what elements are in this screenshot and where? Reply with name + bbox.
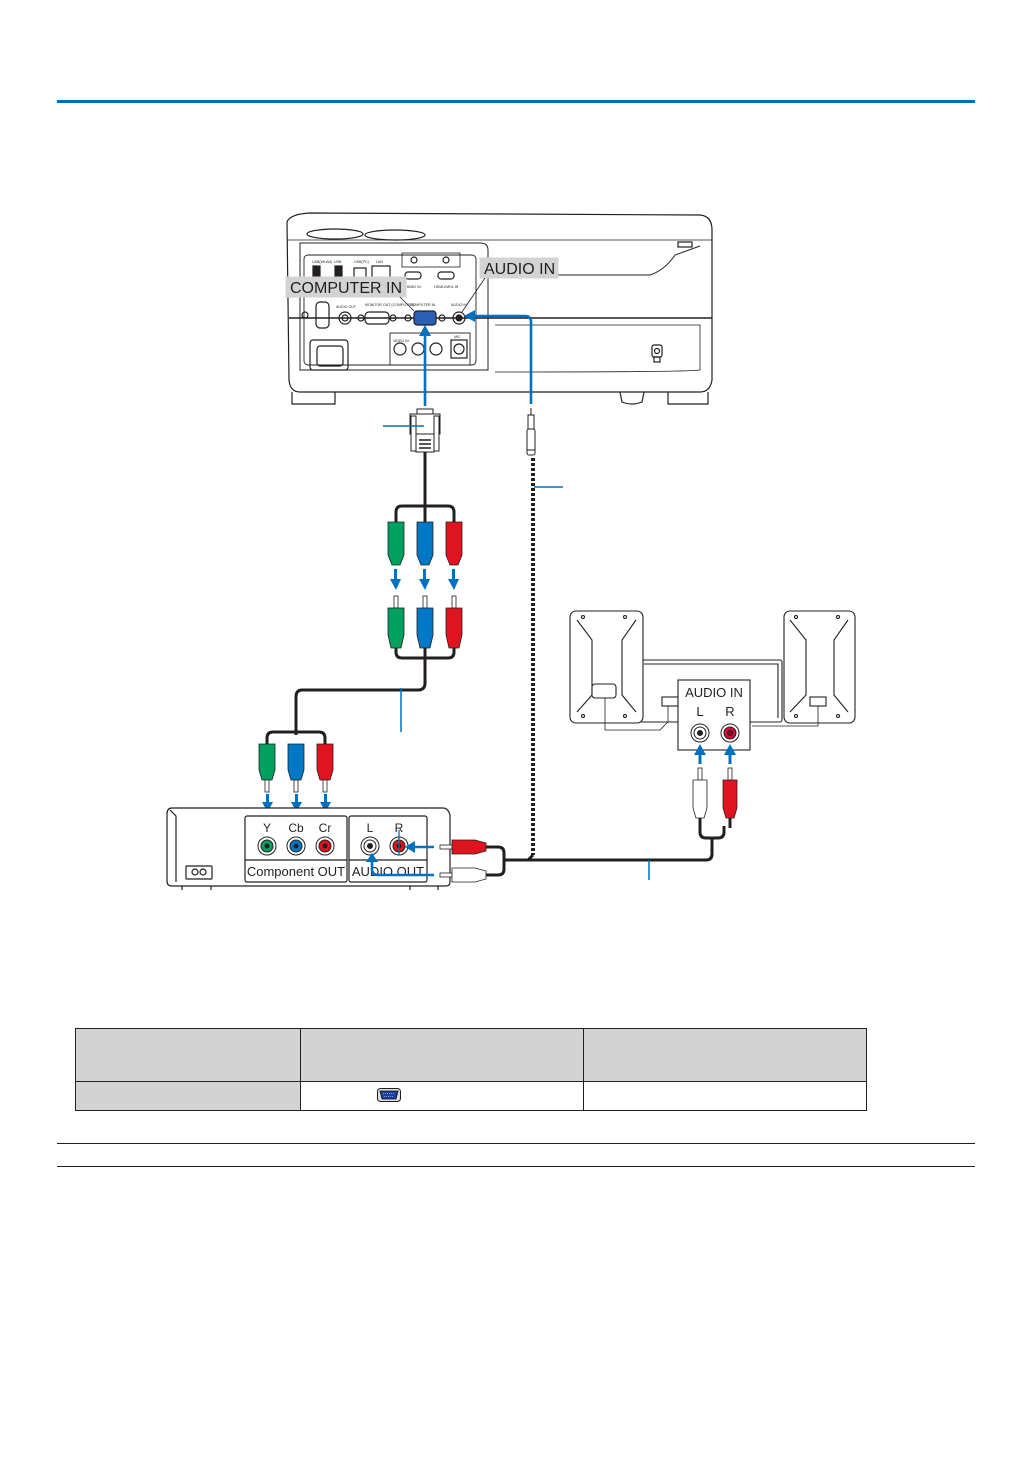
- svg-text:R: R: [725, 704, 734, 719]
- speaker-plug-cable: [698, 818, 732, 828]
- arrows-down-component-device: [262, 794, 331, 812]
- table-row: [75, 1081, 867, 1111]
- svg-text:LAN: LAN: [376, 260, 383, 264]
- rca-plugs-device: [258, 743, 334, 793]
- svg-text:MONITOR OUT (COMPUTER): MONITOR OUT (COMPUTER): [365, 303, 414, 307]
- table-cell: [300, 1081, 584, 1111]
- audio-in-callout: AUDIO IN: [461, 257, 559, 313]
- rca-plugs-speakers: [692, 767, 738, 819]
- table-cell: [583, 1081, 867, 1111]
- svg-text:AUDIO OUT: AUDIO OUT: [352, 864, 424, 879]
- svg-text:Y: Y: [263, 821, 271, 835]
- svg-text:HDMI1/MHL IN: HDMI1/MHL IN: [434, 285, 459, 289]
- av-audio-arrows: [370, 845, 434, 877]
- speaker-audio-jacks: [690, 723, 740, 743]
- svg-text:COMPUTER IN: COMPUTER IN: [410, 303, 436, 307]
- component-cable: [265, 648, 456, 744]
- svg-text:AUDIO IN: AUDIO IN: [451, 303, 467, 307]
- mini-plug: [526, 408, 536, 456]
- svg-text:MIC: MIC: [454, 335, 461, 339]
- svg-text:L: L: [367, 821, 374, 835]
- speakers: [569, 610, 856, 751]
- svg-text:USB(PC): USB(PC): [354, 260, 369, 264]
- av-device: [166, 807, 451, 890]
- divider-top: [57, 1143, 975, 1144]
- audio-cable-end: [526, 853, 535, 862]
- svg-text:Cr: Cr: [319, 821, 332, 835]
- arrows-up-speakers: [694, 744, 736, 764]
- arrow-up-icon: [366, 853, 378, 862]
- svg-text:USB(WLAN): USB(WLAN): [312, 260, 332, 264]
- divider-bottom: [57, 1166, 975, 1167]
- arrows-down-component-top: [390, 569, 459, 590]
- svg-text:USB: USB: [334, 260, 342, 264]
- projector: [286, 212, 713, 405]
- speaker-labels: AUDIO IN L R: [685, 685, 743, 719]
- table-header-cell: [300, 1028, 584, 1082]
- spec-table: [75, 1028, 867, 1111]
- arrow-up-icon: [419, 325, 431, 336]
- connection-diagram: USB(WLAN) USB USB(PC) LAN HDMI2 IN HDMI1…: [166, 212, 856, 890]
- table-header-cell: [75, 1028, 301, 1082]
- svg-text:R: R: [395, 821, 404, 835]
- svg-text:COMPUTER IN: COMPUTER IN: [290, 280, 402, 297]
- svg-text:Cb: Cb: [288, 821, 304, 835]
- svg-text:AUDIO OUT: AUDIO OUT: [336, 305, 357, 309]
- svg-text:AUDIO IN: AUDIO IN: [484, 261, 555, 278]
- table-cell: [75, 1081, 301, 1111]
- rca-plugs-male: [387, 595, 463, 649]
- computer-in-callout: COMPUTER IN: [285, 276, 415, 312]
- table-header-row: [75, 1028, 867, 1082]
- rca-plugs-female: [387, 521, 463, 566]
- table-header-cell: [583, 1028, 867, 1082]
- svg-text:L: L: [696, 704, 703, 719]
- svg-text:VIDEO IN: VIDEO IN: [393, 339, 409, 343]
- header-rule: [57, 100, 975, 103]
- arrow-left-icon: [405, 841, 415, 853]
- svg-text:AUDIO IN: AUDIO IN: [685, 685, 743, 700]
- vga-connector: [409, 408, 441, 453]
- svg-text:Component OUT: Component OUT: [247, 864, 345, 879]
- rca-audio-cable: [486, 826, 726, 877]
- rca-plugs-horizontal: [439, 839, 487, 883]
- projector-port-labels: USB(WLAN) USB USB(PC) LAN HDMI2 IN HDMI1…: [312, 260, 467, 343]
- svg-text:HDMI2 IN: HDMI2 IN: [405, 285, 421, 289]
- vga-port-icon: [377, 1087, 401, 1105]
- projector-arrows: [423, 314, 533, 406]
- vga-component-cable: [394, 452, 456, 522]
- arrow-left-icon: [464, 310, 475, 322]
